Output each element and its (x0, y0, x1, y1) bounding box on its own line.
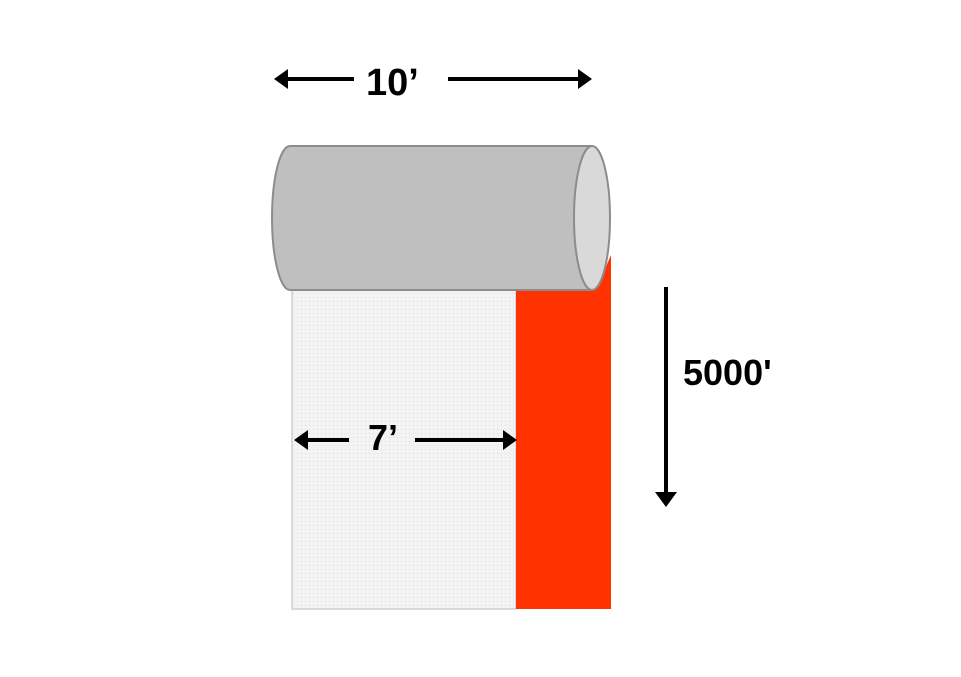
roll-end-cap (573, 145, 611, 291)
sheet-width-label: 7’ (368, 417, 399, 458)
roll-width-label: 10’ (366, 62, 419, 104)
roll-width-arrow (274, 69, 592, 89)
sheet-width-arrow (294, 430, 517, 450)
roll-cylinder (271, 145, 593, 291)
roll-length-arrow (655, 287, 677, 507)
unrolled-sheet (291, 284, 517, 610)
red-stripe (516, 285, 611, 609)
roll-length-label: 5000' (683, 352, 772, 393)
